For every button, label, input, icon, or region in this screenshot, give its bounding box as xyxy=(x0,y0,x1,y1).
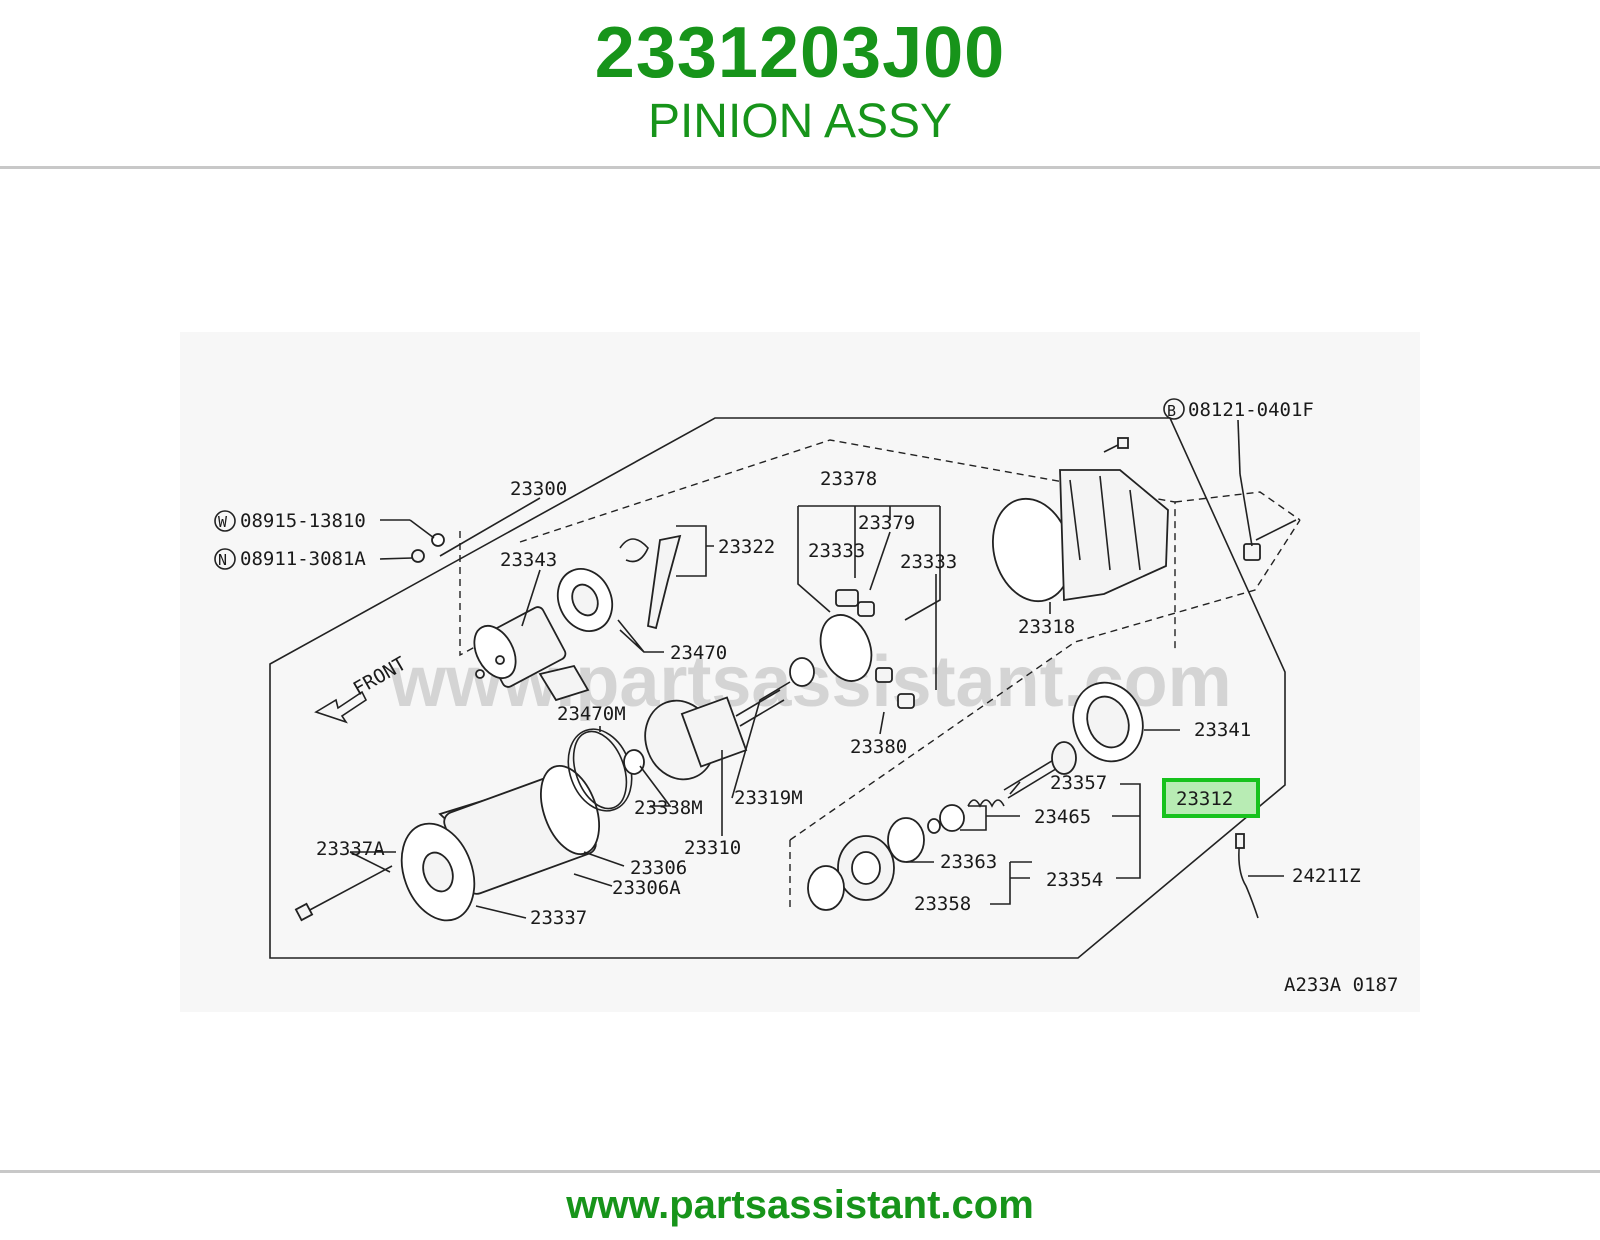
callout-23319m: 23319M xyxy=(734,787,803,809)
highlighted-part-box[interactable] xyxy=(1162,778,1260,818)
callout-23337: 23337 xyxy=(530,907,587,929)
bearing-23358-part xyxy=(807,865,845,911)
shift-lever-part xyxy=(619,534,682,630)
callout-23310: 23310 xyxy=(684,837,741,859)
callout-23300: 23300 xyxy=(510,478,567,500)
marker-n-letter: N xyxy=(218,551,227,569)
callout-labels: B 08121-0401F W 08915-13810 N 08911-3081… xyxy=(214,398,1398,996)
callout-23333-left: 23333 xyxy=(808,540,865,562)
bearing-23363-part xyxy=(887,817,925,863)
marker-w-circle xyxy=(214,510,236,532)
bearing-23319m-part xyxy=(789,657,815,687)
marker-b-circle xyxy=(1163,398,1185,420)
callout-23354: 23354 xyxy=(1046,869,1103,891)
callout-23465: 23465 xyxy=(1034,806,1091,828)
callout-23380: 23380 xyxy=(850,736,907,758)
callout-23337a: 23337A xyxy=(316,838,385,860)
o-ring-part xyxy=(572,730,628,810)
spring-retainer-part xyxy=(927,799,1005,834)
callout-08915: 08915-13810 xyxy=(240,510,366,532)
cover-23341-part xyxy=(1072,681,1144,763)
callout-08121: 08121-0401F xyxy=(1188,399,1314,421)
nut-part xyxy=(411,549,425,563)
bolt-08121-part xyxy=(1243,519,1297,561)
rear-cover-part xyxy=(400,822,476,922)
dashed-boundary-bolt xyxy=(1174,491,1301,521)
callout-08911: 08911-3081A xyxy=(240,548,366,570)
part-name-subtitle: PINION ASSY xyxy=(647,95,953,148)
dashed-boundary-upper xyxy=(519,439,1176,650)
screw-part xyxy=(1103,437,1129,453)
page-header: 2331203J00 PINION ASSY xyxy=(0,0,1600,168)
callout-23379: 23379 xyxy=(858,512,915,534)
callout-23358: 23358 xyxy=(914,893,971,915)
marker-w-letter: W xyxy=(218,513,228,531)
washer-part xyxy=(431,533,445,547)
diagram-code: A233A 0187 xyxy=(1284,974,1398,996)
pinion-shaft-part xyxy=(1003,741,1077,799)
brush-spring-part xyxy=(857,601,875,617)
bearing-23338m-part xyxy=(623,749,645,775)
through-bolt-part xyxy=(294,865,393,922)
footer-website-link[interactable]: www.partsassistant.com xyxy=(566,1183,1034,1227)
part-number-title: 2331203J00 xyxy=(594,13,1006,93)
leader-lines xyxy=(349,419,1284,919)
brush-23333-part xyxy=(835,589,859,607)
assembly-boundary xyxy=(269,417,1286,959)
brush-holder-part xyxy=(819,589,915,709)
gear-23354-part xyxy=(837,835,895,901)
dashed-boundary-pinion xyxy=(789,519,1301,841)
callout-24211z: 24211Z xyxy=(1292,865,1361,887)
header-divider xyxy=(0,166,1600,169)
callout-23306a: 23306A xyxy=(612,877,681,899)
armature-part xyxy=(644,689,785,781)
marker-n-circle xyxy=(214,548,236,570)
callout-23322: 23322 xyxy=(718,536,775,558)
gear-case-part xyxy=(992,469,1169,603)
callout-23318: 23318 xyxy=(1018,616,1075,638)
footer-divider xyxy=(0,1170,1600,1173)
callout-23363: 23363 xyxy=(940,851,997,873)
yoke-housing-part xyxy=(438,728,633,895)
solenoid-plate-part xyxy=(556,568,614,632)
solenoid-part xyxy=(473,606,567,688)
callout-23338m: 23338M xyxy=(634,797,703,819)
callout-23341: 23341 xyxy=(1194,719,1251,741)
callout-23470: 23470 xyxy=(670,642,727,664)
marker-b-letter: B xyxy=(1167,402,1176,420)
rubber-pad-part xyxy=(538,664,590,702)
callout-23333-right: 23333 xyxy=(900,551,957,573)
callout-23343: 23343 xyxy=(500,549,557,571)
brush-23380-part xyxy=(875,667,893,683)
callout-23470m: 23470M xyxy=(557,703,626,725)
wiring-cable-part xyxy=(1235,833,1259,919)
callout-23306: 23306 xyxy=(630,857,687,879)
callout-23357: 23357 xyxy=(1050,772,1107,794)
callout-23378: 23378 xyxy=(820,468,877,490)
highlighted-part-label[interactable]: 23312 xyxy=(1176,788,1233,810)
